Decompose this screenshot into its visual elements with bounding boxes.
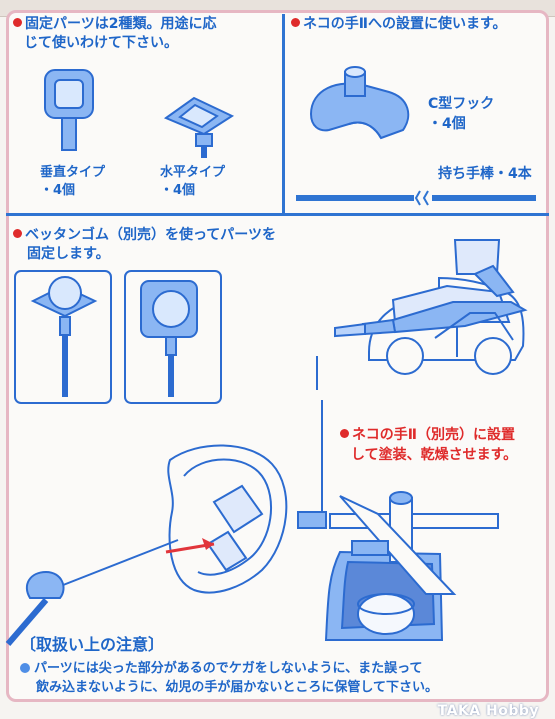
c-hook-count: ・4個	[428, 116, 466, 132]
caution-line-1: パーツには尖った部分があるのでケガをしないように、また誤って	[20, 660, 422, 677]
caution-line-2: 飲み込まないように、幼児の手が届かないところに保管して下さい。	[36, 680, 438, 695]
hand-stand-text-2: して塗装、乾燥させます。	[351, 447, 518, 463]
note-bullet-icon	[20, 663, 30, 673]
vertical-clamp-illustration	[44, 69, 94, 151]
red-bullet-icon	[13, 18, 22, 27]
handle-rod-illustration	[296, 190, 536, 206]
horizontal-divider	[6, 213, 549, 216]
airbrush-and-car-illustration	[316, 239, 528, 390]
horizontal-type-count: ・4個	[160, 183, 196, 198]
handle-rod-label: 持ち手棒・4本	[438, 166, 532, 182]
suction-rubber-clamp-2	[124, 270, 222, 404]
red-bullet-icon	[340, 429, 349, 438]
horizontal-clamp-illustration	[163, 96, 235, 158]
suction-rubber-text: ベッタンゴム（別売）を使ってパーツを	[13, 227, 276, 244]
suction-rubber-text-2: 固定します。	[27, 246, 110, 262]
vertical-type-count: ・4個	[40, 183, 76, 198]
hand-setup-text: ネコの手Ⅱへの設置に使います。	[291, 16, 507, 33]
red-bullet-icon	[13, 229, 22, 238]
fixing-parts-text-2: じて使いわけて下さい。	[24, 35, 178, 51]
red-bullet-icon	[291, 18, 300, 27]
horizontal-type-label: 水平タイプ	[160, 165, 226, 180]
vertical-type-label: 垂直タイプ	[40, 165, 106, 180]
fixing-parts-text: 固定パーツは2種類。用途に応	[13, 16, 216, 33]
c-hook-illustration	[309, 66, 410, 140]
suction-rubber-clamp-1	[14, 270, 112, 404]
painting-stand-illustration	[5, 400, 499, 646]
c-hook-label: C型フック	[428, 96, 495, 112]
caution-title: 〔取扱い上の注意〕	[20, 635, 165, 654]
vertical-divider	[282, 14, 285, 213]
hand-stand-text: ネコの手Ⅱ（別売）に設置	[340, 427, 515, 444]
watermark-text: TAKA Hobby	[437, 703, 539, 719]
